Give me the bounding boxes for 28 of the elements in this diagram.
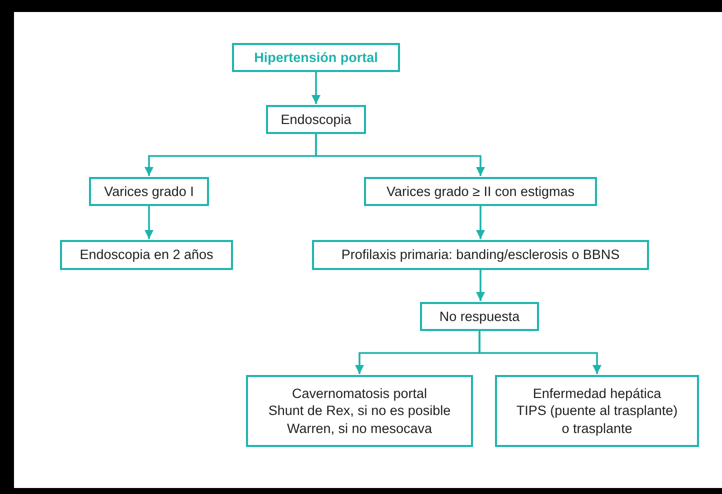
arrow (315, 134, 485, 176)
box-text: No respuesta (439, 308, 520, 326)
process-box (246, 375, 473, 447)
arrow (478, 331, 602, 374)
process-box (60, 240, 233, 270)
arrow (476, 206, 485, 239)
box-text: Endoscopia (280, 110, 352, 128)
process-box (495, 375, 699, 447)
box-text: Enfermedad hepática (532, 384, 662, 402)
box-text: Cavernomatosis portal (292, 384, 428, 402)
box-text: Hipertensión portal (254, 48, 378, 66)
box-text: Profilaxis primaria: banding/esclerosis o BBNS (341, 246, 620, 264)
process-box (312, 240, 649, 270)
box-text: Warren, si no mesocava (286, 420, 432, 438)
arrow (144, 206, 154, 239)
process-box (89, 177, 209, 206)
box-text: Endoscopia en 2 años (80, 246, 214, 264)
arrow (476, 270, 485, 301)
process-box (266, 105, 366, 134)
process-box (232, 43, 400, 72)
box-text: TIPS (puente al trasplante) (516, 402, 678, 420)
process-box (420, 302, 539, 331)
box-text: Varices grado ≥ II con estigmas (386, 182, 574, 200)
box-text: Varices grado I (104, 182, 194, 200)
box-text: o trasplante (562, 420, 632, 438)
box-text: Shunt de Rex, si no es posible (268, 402, 451, 420)
arrow (312, 72, 320, 104)
process-box (364, 177, 597, 206)
